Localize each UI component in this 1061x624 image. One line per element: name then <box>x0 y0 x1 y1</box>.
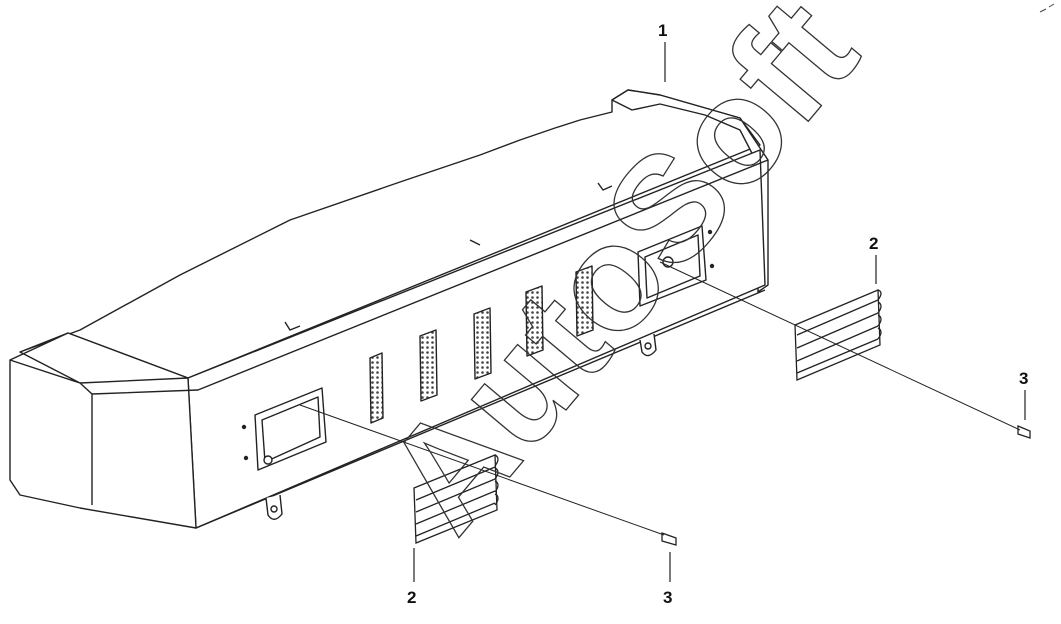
vent-grille-2 <box>419 329 438 402</box>
screw-left <box>661 532 677 546</box>
bumper-right-end <box>611 89 769 293</box>
explode-lines <box>299 261 1021 536</box>
left-cutout-inner <box>261 396 321 463</box>
right-cutout-inner <box>644 234 701 299</box>
callout-1: 1 <box>658 21 667 40</box>
screw-right <box>1017 425 1031 439</box>
left-cutout-fastener <box>263 455 273 465</box>
vent-grille-3 <box>473 307 492 380</box>
explode-line-right <box>659 261 1021 431</box>
left-cutout-hole-1 <box>241 424 247 430</box>
callout-3-right: 3 <box>1019 369 1028 388</box>
mounting-lug-right-hole <box>644 342 652 350</box>
corner-mark <box>1039 3 1055 13</box>
callout-2-right: 2 <box>869 234 878 253</box>
callout-leaders <box>413 42 1026 582</box>
bumper-bottom-edge <box>195 289 766 529</box>
bumper-notches <box>284 182 613 331</box>
vent-grille-5 <box>575 265 594 337</box>
bumper-top-face <box>19 89 761 379</box>
louvre-cover-right <box>794 289 882 381</box>
bumper-left-corner <box>9 332 197 529</box>
mounting-lug-left-hole <box>270 505 278 513</box>
callout-3-left: 3 <box>663 588 672 607</box>
bumper-assembly <box>9 89 769 529</box>
left-cutout <box>254 387 327 471</box>
right-cutout-hole-2 <box>709 263 715 269</box>
left-cutout-hole-2 <box>243 455 249 461</box>
vent-grille-1 <box>369 352 384 424</box>
right-cutout-hole-1 <box>707 229 713 235</box>
explode-line-left <box>299 404 665 536</box>
louvre-cover-left <box>413 454 499 544</box>
callout-2-left: 2 <box>407 588 416 607</box>
vent-grille-4 <box>525 285 544 357</box>
bumper-top-edge <box>91 159 769 395</box>
